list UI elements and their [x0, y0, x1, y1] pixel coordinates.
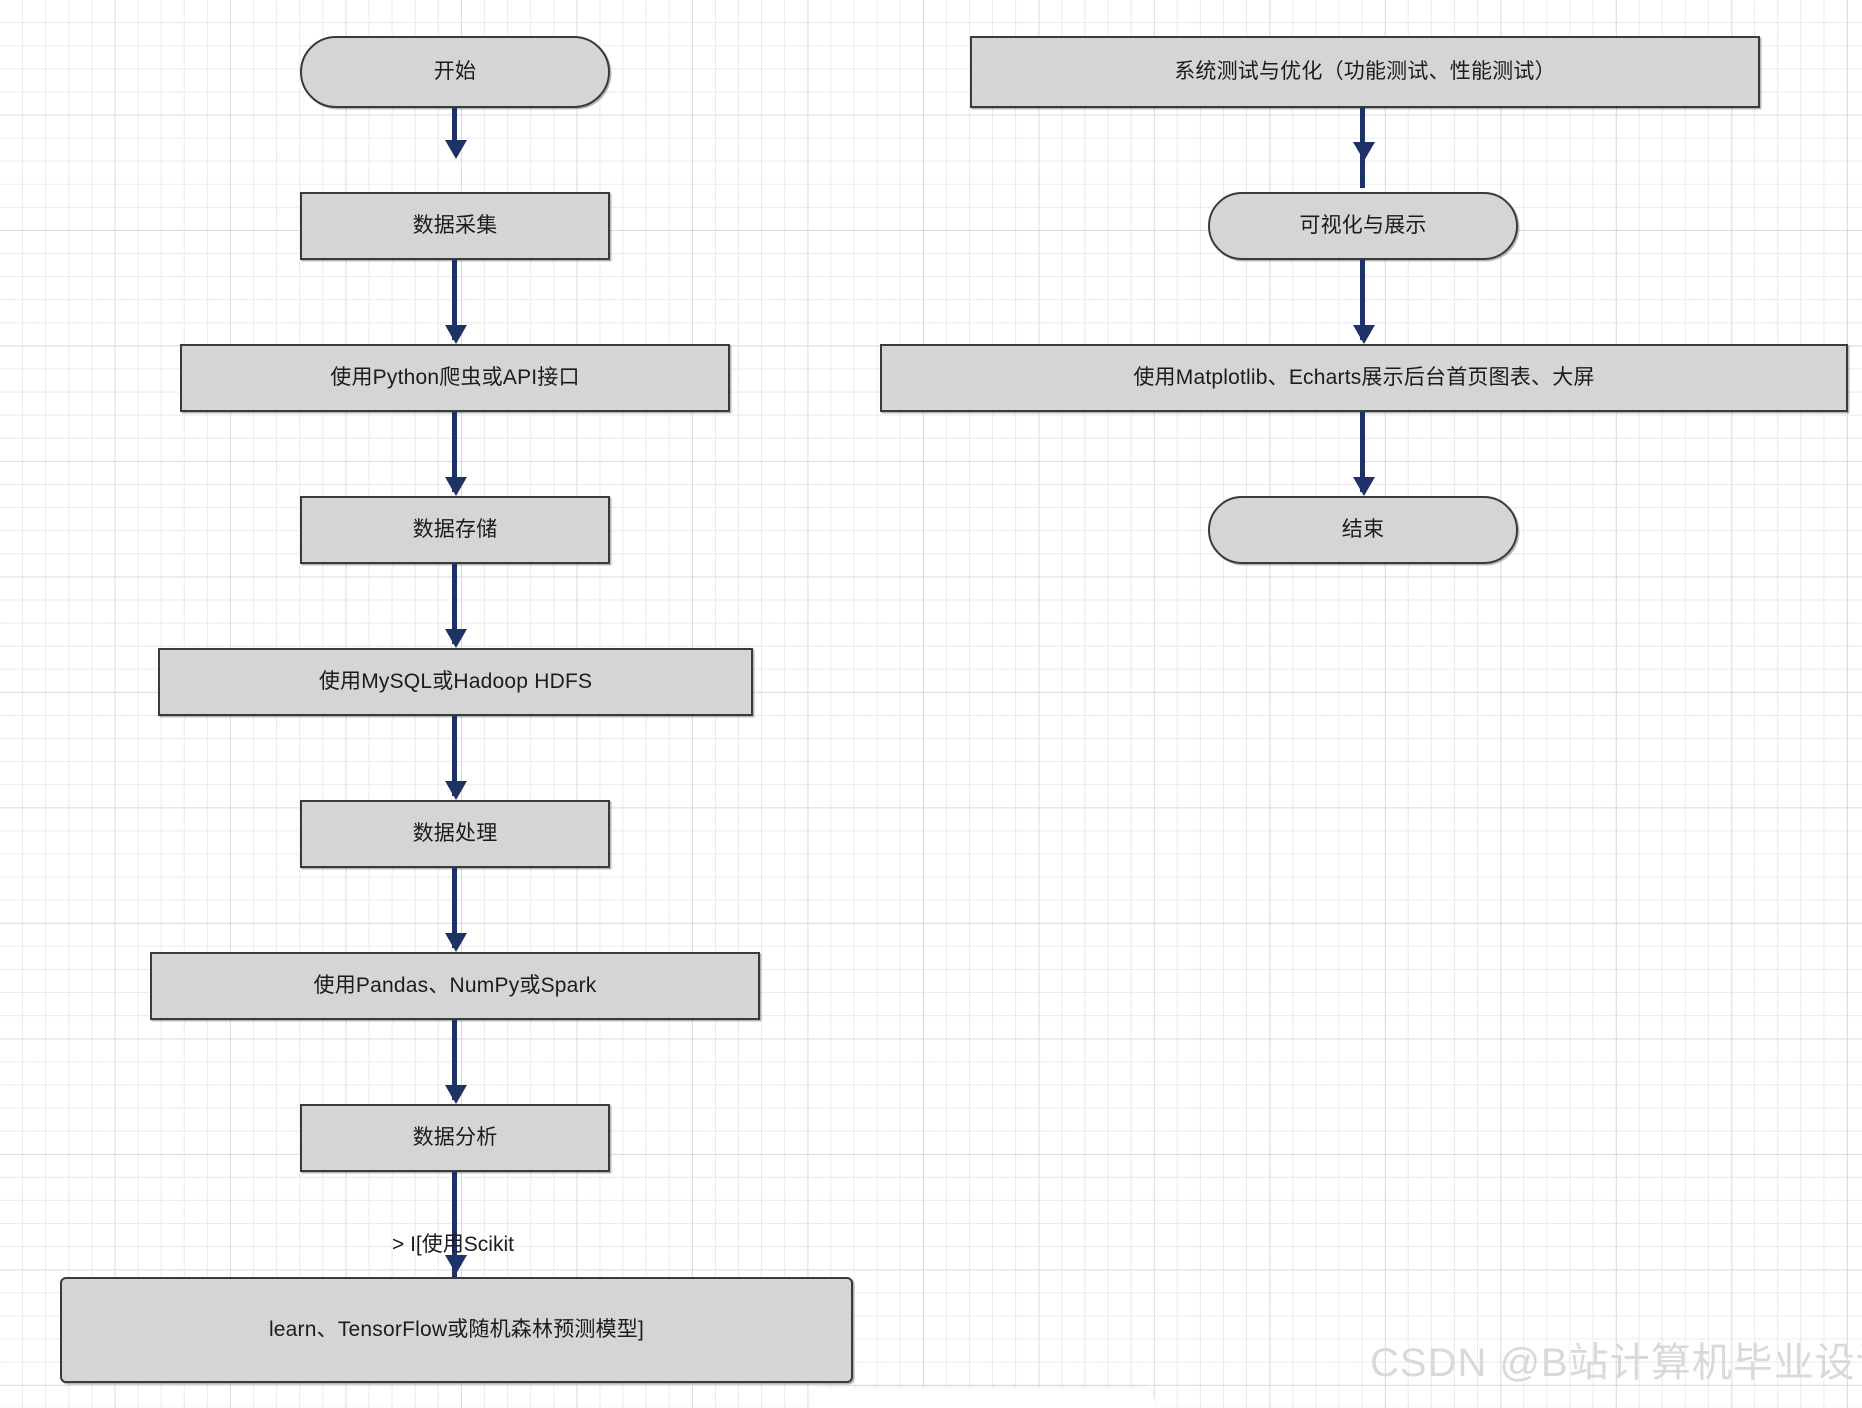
arrowhead-store-to-store-do — [445, 629, 467, 648]
arrowhead-process-do-to-analyze — [445, 1085, 467, 1104]
bottom-panel-fragment — [810, 1388, 1155, 1408]
node-analysis-method-label: learn、TensorFlow或随机森林预测模型] — [268, 1318, 645, 1342]
connector-analyze-to-analyze-do — [452, 1172, 457, 1282]
node-data-analysis-label: 数据分析 — [412, 1126, 498, 1150]
node-visualization-label: 可视化与展示 — [1299, 214, 1427, 238]
node-storage-method[interactable]: 使用MySQL或Hadoop HDFS — [158, 648, 753, 716]
node-analysis-method[interactable]: learn、TensorFlow或随机森林预测模型] — [60, 1277, 853, 1383]
connector-start-to-collect — [452, 108, 457, 152]
node-storage-method-label: 使用MySQL或Hadoop HDFS — [318, 670, 593, 694]
node-start[interactable]: 开始 — [300, 36, 610, 108]
node-start-label: 开始 — [433, 60, 477, 84]
node-data-processing-label: 数据处理 — [412, 822, 498, 846]
arrowhead-visualize-to-visualize-do — [1353, 325, 1375, 344]
node-collection-method[interactable]: 使用Python爬虫或API接口 — [180, 344, 730, 412]
connector-visualize-do-to-end — [1360, 412, 1365, 492]
node-end-label: 结束 — [1341, 518, 1385, 542]
watermark-csdn: CSDN @B站计算机毕业设计大学 — [1370, 1341, 1862, 1385]
node-processing-method-label: 使用Pandas、NumPy或Spark — [313, 974, 597, 998]
node-data-analysis[interactable]: 数据分析 — [300, 1104, 610, 1172]
edge-label-scikit: > I[使用Scikit — [392, 1233, 514, 1256]
node-collection-method-label: 使用Python爬虫或API接口 — [330, 366, 580, 390]
node-data-storage[interactable]: 数据存储 — [300, 496, 610, 564]
arrowhead-visualize-do-to-end — [1353, 477, 1375, 496]
arrowhead-start-to-collect — [445, 140, 467, 159]
node-end[interactable]: 结束 — [1208, 496, 1518, 564]
connector-store-do-to-process — [452, 716, 457, 796]
connector-process-to-process-do — [452, 868, 457, 948]
node-visualization-method[interactable]: 使用Matplotlib、Echarts展示后台首页图表、大屏 — [880, 344, 1848, 412]
node-processing-method[interactable]: 使用Pandas、NumPy或Spark — [150, 952, 760, 1020]
connector-process-do-to-analyze — [452, 1020, 457, 1100]
arrowhead-store-do-to-process — [445, 781, 467, 800]
node-visualization[interactable]: 可视化与展示 — [1208, 192, 1518, 260]
arrowhead-analyze-to-analyze-do — [445, 1255, 467, 1274]
connector-collect-to-collect-do — [452, 260, 457, 340]
connector-store-to-store-do — [452, 564, 457, 644]
node-system-testing-label: 系统测试与优化（功能测试、性能测试） — [1174, 60, 1556, 84]
arrowhead-collect-to-collect-do — [445, 325, 467, 344]
node-visualization-method-label: 使用Matplotlib、Echarts展示后台首页图表、大屏 — [1133, 366, 1595, 390]
connector-visualize-to-visualize-do — [1360, 260, 1365, 340]
node-data-processing[interactable]: 数据处理 — [300, 800, 610, 868]
node-data-collection-label: 数据采集 — [412, 214, 498, 238]
connector-collect-do-to-store — [452, 412, 457, 492]
node-data-storage-label: 数据存储 — [412, 518, 498, 542]
node-system-testing[interactable]: 系统测试与优化（功能测试、性能测试） — [970, 36, 1760, 108]
arrowhead-test-to-visualize — [1353, 142, 1375, 161]
node-data-collection[interactable]: 数据采集 — [300, 192, 610, 260]
arrowhead-process-to-process-do — [445, 933, 467, 952]
arrowhead-collect-do-to-store — [445, 477, 467, 496]
